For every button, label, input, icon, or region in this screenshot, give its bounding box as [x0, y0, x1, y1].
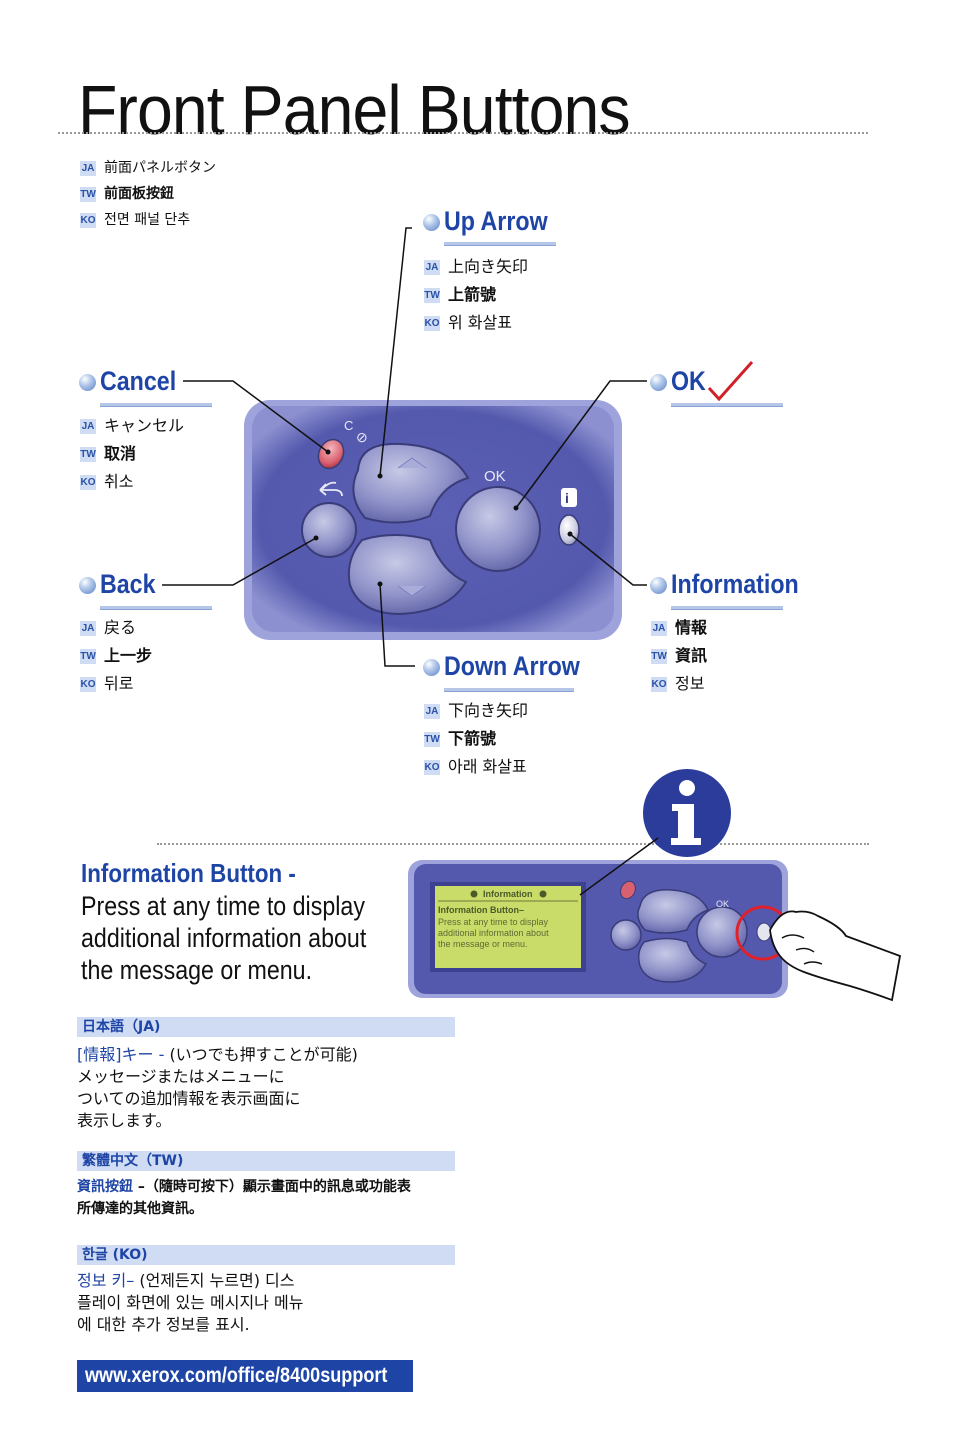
ja-section-body: [情報]キー - (いつでも押すことが可能) メッセージまたはメニューに ついて… [77, 1045, 358, 1130]
back-leader [162, 537, 317, 586]
mini-up-key [637, 889, 710, 934]
heading-translations: JA 前面パネルボタン TW 前面板按鈕 KO 전면 패널 단추 [80, 155, 216, 233]
ko-section-body: 정보 키– (언제든지 누르면) 디스 플레이 화면에 있는 메시지나 메뉴 에… [77, 1271, 304, 1334]
cancel-label: Cancel [100, 366, 177, 396]
title-divider [58, 132, 868, 134]
info-key-badge [561, 488, 577, 507]
cancel-leader [183, 380, 329, 453]
info-body: Press at any time to display additional … [81, 891, 367, 985]
pointing-hand-icon [769, 910, 902, 1002]
heading-ja: 前面パネルボタン [104, 160, 216, 176]
svg-text:the message or menu.: the message or menu. [438, 939, 528, 949]
support-url[interactable]: www.xerox.com/office/8400support [77, 1360, 413, 1392]
lcd-leader [579, 837, 659, 896]
lcd-screen [435, 886, 581, 968]
cancel-key[interactable] [314, 435, 348, 472]
svg-text:OK: OK [716, 899, 729, 909]
cancel-key-letter: C [344, 418, 353, 433]
ok-key[interactable] [455, 486, 541, 572]
svg-text:Information Button–: Information Button– [438, 905, 524, 915]
up-leader [379, 227, 412, 477]
tw-section-body: 資訊按鈕 –（隨時可按下）顯示畫面中的訊息或功能表 所傳達的其他資訊。 [77, 1179, 411, 1217]
back-bullet-icon [79, 577, 96, 594]
down-chevron-icon [397, 585, 427, 597]
ok-bullet-icon [650, 374, 667, 391]
svg-text:Press at any time to display: Press at any time to display [438, 917, 549, 927]
lcd-info-icon [470, 890, 478, 898]
ok-leader [515, 380, 647, 509]
info-leader [569, 533, 647, 586]
ok-label: OK [671, 366, 706, 396]
info-key-letter: i [565, 490, 569, 506]
front-panel-diagram: C ⊘ OK i [162, 227, 754, 667]
down-arrow-label: Down Arrow [444, 651, 580, 681]
back-key[interactable] [301, 502, 357, 558]
mini-ok-key [696, 906, 748, 958]
down-leader [379, 583, 415, 667]
ok-key-label: OK [484, 468, 506, 485]
mini-back-key [610, 919, 642, 951]
heading-tw: 前面板按鈕 [104, 186, 174, 202]
heading-ko: 전면 패널 단추 [104, 212, 191, 228]
page-title: Front Panel Buttons [78, 71, 631, 149]
svg-text:additional information about: additional information about [438, 928, 549, 938]
cancel-bullet-icon [79, 374, 96, 391]
stop-icon: ⊘ [356, 429, 368, 445]
tw-section-header: 繁體中文（TW) [77, 1151, 455, 1171]
down-bullet-icon [423, 659, 440, 676]
information-bullet-icon [650, 577, 667, 594]
check-icon [707, 361, 754, 402]
mini-cancel-key [620, 880, 636, 900]
info-heading: Information Button - [81, 858, 296, 888]
up-arrow-label: Up Arrow [444, 206, 548, 236]
ja-section-header: 日本語（JA) [77, 1017, 455, 1037]
lcd-title: Information [483, 889, 533, 899]
info-key[interactable] [558, 514, 580, 546]
info-button-illustration: Information Information Button– Press at… [408, 769, 902, 1002]
mini-info-key [756, 922, 772, 942]
panel-body [252, 406, 614, 632]
up-bullet-icon [423, 214, 440, 231]
ja-tag: JA [80, 160, 96, 176]
mini-down-key [637, 937, 708, 983]
back-label: Back [100, 569, 156, 599]
up-chevron-icon [397, 457, 427, 469]
down-arrow-key[interactable] [347, 534, 468, 616]
information-label: Information [671, 569, 799, 599]
section-divider [157, 843, 869, 845]
tw-tag: TW [80, 186, 96, 202]
ko-tag: KO [80, 212, 96, 228]
ko-section-header: 한글 (KO) [77, 1245, 455, 1265]
